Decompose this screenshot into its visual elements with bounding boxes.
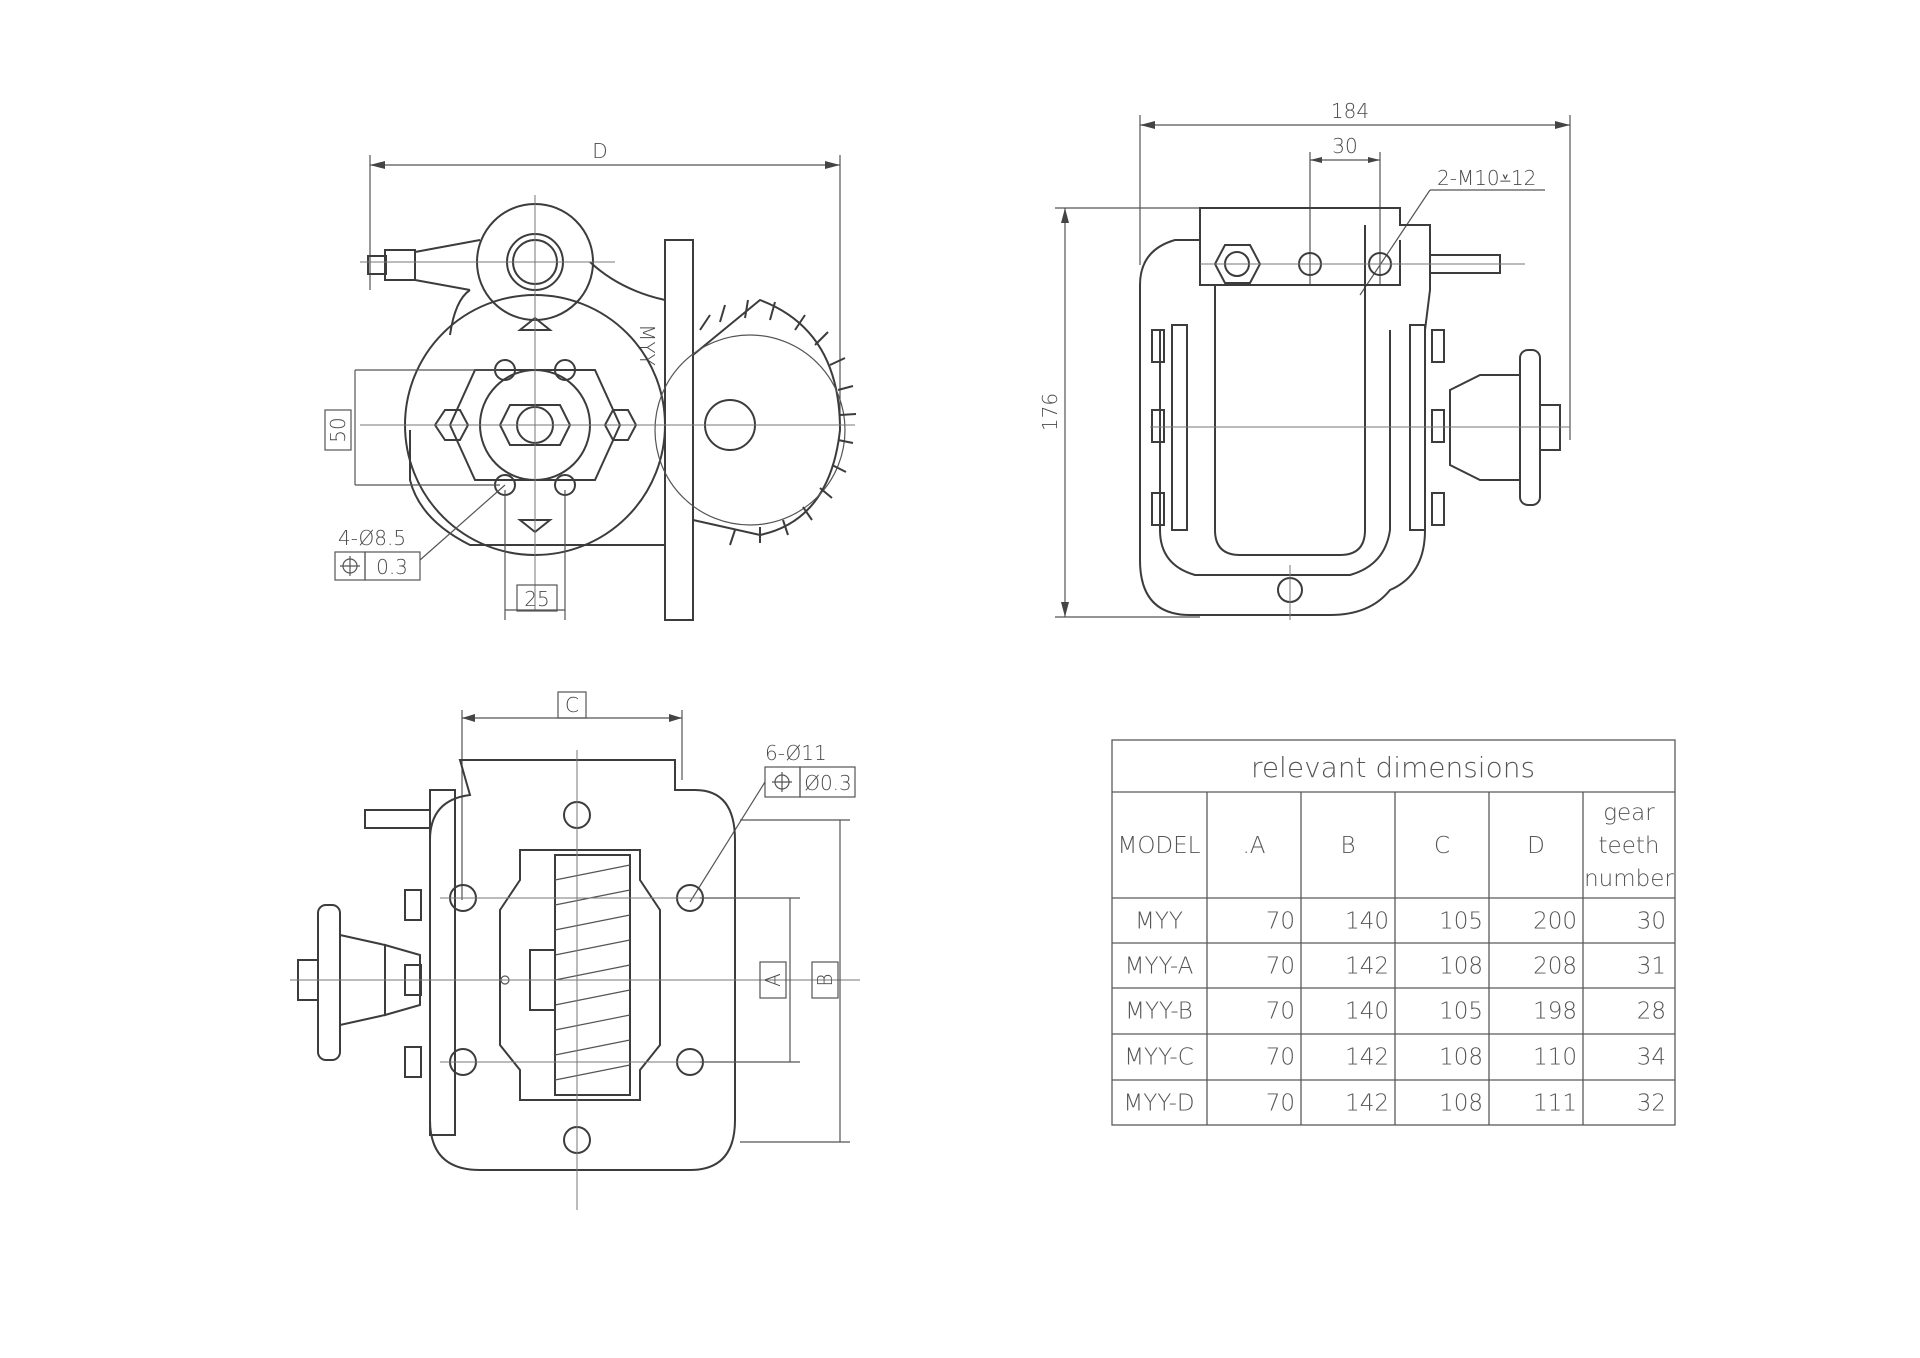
header-gear-line1: gear: [1603, 800, 1655, 826]
dim-c-label: C: [565, 693, 579, 717]
bottom-view: C 6-Ø11 Ø0.3: [290, 691, 860, 1210]
table-cell-value: 110: [1533, 1045, 1577, 1071]
table-cell-value: 142: [1345, 1091, 1389, 1117]
table-cell-value: 34: [1637, 1045, 1666, 1071]
table-cell-value: 111: [1533, 1091, 1577, 1117]
table-cell-model: MYY-D: [1123, 1091, 1194, 1117]
dim-176-label: 176: [1038, 393, 1062, 431]
table-cell-model: MYY: [1135, 909, 1183, 935]
dim-25-label: 25: [524, 587, 549, 611]
header-gear-line2: teeth: [1599, 833, 1660, 859]
table-cell-value: 70: [1266, 909, 1295, 935]
table-cell-value: 105: [1439, 909, 1483, 935]
table-cell-value: 208: [1533, 954, 1577, 980]
dim-d-label: D: [592, 139, 607, 163]
dimensions-table: relevant dimensions MODEL .A B C D gear …: [1111, 739, 1676, 1126]
front-view: D MYY: [324, 139, 857, 621]
table-cell-value: 70: [1266, 1045, 1295, 1071]
dim-a-label: A: [761, 973, 785, 987]
table-cell-value: 200: [1533, 909, 1577, 935]
table-cell-value: 70: [1266, 1091, 1295, 1117]
table-cell-value: 108: [1439, 1045, 1483, 1071]
table-cell-value: 28: [1637, 999, 1666, 1025]
gear-teeth: [699, 299, 857, 546]
table-cell-value: 142: [1345, 954, 1389, 980]
dim-b-label: B: [813, 973, 837, 986]
header-gear-line3: number: [1584, 866, 1674, 892]
header-c: C: [1434, 833, 1450, 859]
tolerance-bottom: Ø0.3: [804, 771, 852, 795]
table-cell-value: 198: [1533, 999, 1577, 1025]
header-b: B: [1340, 833, 1355, 859]
table-cell-value: 108: [1439, 1091, 1483, 1117]
holes-note-bottom: 6-Ø11: [765, 741, 827, 765]
table-cell-value: 140: [1345, 909, 1389, 935]
table-cell-value: 32: [1637, 1091, 1666, 1117]
thread-note: 2-M10⩡12: [1437, 166, 1536, 190]
table-cell-value: 70: [1266, 954, 1295, 980]
side-view: 184 30 2-M10⩡12 176: [1038, 99, 1571, 620]
dim-50-label: 50: [326, 417, 350, 442]
helical-gear-teeth: [554, 864, 631, 1081]
table-title: relevant dimensions: [1251, 751, 1535, 784]
table-cell-model: MYY-A: [1125, 954, 1194, 980]
table-cell-model: MYY-C: [1124, 1045, 1194, 1071]
table-cell-value: 105: [1439, 999, 1483, 1025]
dim-184-label: 184: [1331, 99, 1369, 123]
table-cell-value: 140: [1345, 999, 1389, 1025]
header-model: MODEL: [1117, 833, 1200, 859]
table-cell-value: 108: [1439, 954, 1483, 980]
header-a: .A: [1242, 833, 1265, 859]
table-cell-value: 70: [1266, 999, 1295, 1025]
holes-note-front: 4-Ø8.5: [338, 526, 406, 550]
table-cell-value: 142: [1345, 1045, 1389, 1071]
tolerance-front: 0.3: [376, 555, 408, 579]
table-cell-value: 31: [1637, 954, 1666, 980]
header-d: D: [1527, 833, 1545, 859]
table-cell-model: MYY-B: [1125, 999, 1193, 1025]
dim-30-label: 30: [1332, 134, 1357, 158]
table-cell-value: 30: [1637, 909, 1666, 935]
